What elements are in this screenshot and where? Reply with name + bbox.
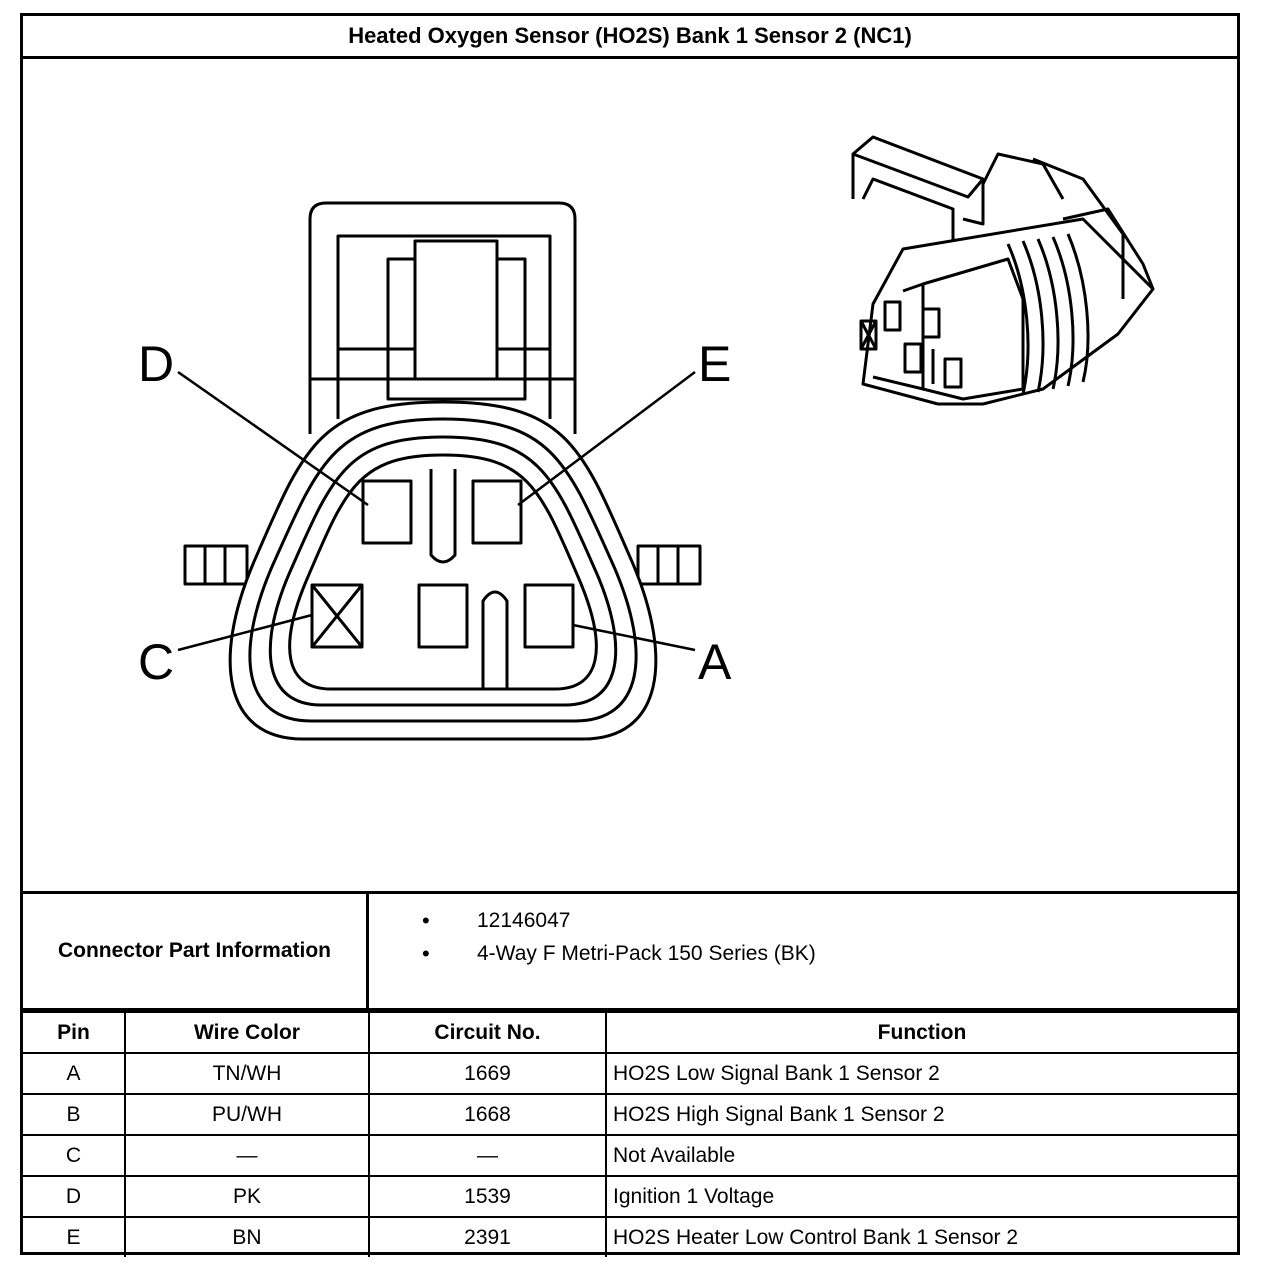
iso-cavity-2 xyxy=(859,319,878,351)
pin-label-c: C xyxy=(138,634,174,690)
connector-part-information: Connector Part Information 12146047 4-Wa… xyxy=(23,891,1237,1011)
cell-circuit-no: 2391 xyxy=(368,1216,607,1257)
table-row: D PK 1539 Ignition 1 Voltage xyxy=(23,1175,1237,1218)
part-info-list: 12146047 4-Way F Metri-Pack 150 Series (… xyxy=(372,904,816,970)
cell-function: HO2S Heater Low Control Bank 1 Sensor 2 xyxy=(605,1216,1237,1257)
cavity-d xyxy=(361,479,413,545)
cell-circuit-no: — xyxy=(368,1134,607,1177)
key-slot-lower xyxy=(481,590,509,689)
shroud-ring-3 xyxy=(268,435,618,707)
iso-cavity-5 xyxy=(943,357,963,389)
table-row: B PU/WH 1668 HO2S High Signal Bank 1 Sen… xyxy=(23,1093,1237,1136)
connector-sheet: Heated Oxygen Sensor (HO2S) Bank 1 Senso… xyxy=(20,13,1240,1257)
connector-face-drawing: D E C A xyxy=(138,135,1155,741)
left-rib xyxy=(183,544,249,586)
connector-iso-view xyxy=(851,135,1155,406)
cell-function: Not Available xyxy=(605,1134,1237,1177)
cell-pin: C xyxy=(23,1134,126,1177)
pin-label-a: A xyxy=(698,634,732,690)
cell-wire-color: PU/WH xyxy=(124,1093,370,1136)
cell-circuit-no: 1539 xyxy=(368,1175,607,1218)
plugged-cavity-x xyxy=(310,584,364,648)
lock-tab-t-shape xyxy=(386,239,527,379)
cell-function: HO2S High Signal Bank 1 Sensor 2 xyxy=(605,1093,1237,1136)
shroud-ring-2 xyxy=(248,417,638,723)
iso-cavity-4 xyxy=(903,342,923,374)
cell-pin: D xyxy=(23,1175,126,1218)
header-function: Function xyxy=(605,1011,1237,1054)
table-row: E BN 2391 HO2S Heater Low Control Bank 1… xyxy=(23,1216,1237,1257)
part-description: 4-Way F Metri-Pack 150 Series (BK) xyxy=(372,937,816,970)
shroud-ring-4 xyxy=(288,453,598,691)
leader-c xyxy=(177,613,313,652)
cell-pin: E xyxy=(23,1216,126,1257)
cell-circuit-no: 1668 xyxy=(368,1093,607,1136)
table-row: A TN/WH 1669 HO2S Low Signal Bank 1 Sens… xyxy=(23,1052,1237,1095)
leader-a xyxy=(572,623,696,652)
cell-circuit-no: 1669 xyxy=(368,1052,607,1095)
leader-e xyxy=(517,371,696,506)
connector-diagram: D E C A xyxy=(23,59,1237,891)
cell-wire-color: — xyxy=(124,1134,370,1177)
header-pin: Pin xyxy=(23,1011,126,1054)
cell-wire-color: PK xyxy=(124,1175,370,1218)
lock-tab-inner xyxy=(336,234,552,419)
cell-pin: B xyxy=(23,1093,126,1136)
cavity-e xyxy=(471,479,523,545)
leader-d xyxy=(177,370,369,507)
cell-function: HO2S Low Signal Bank 1 Sensor 2 xyxy=(605,1052,1237,1095)
pin-label-e: E xyxy=(698,336,731,392)
cell-wire-color: TN/WH xyxy=(124,1052,370,1095)
iso-cavity-1 xyxy=(883,300,902,332)
table-row: C — — Not Available xyxy=(23,1134,1237,1177)
page-title: Heated Oxygen Sensor (HO2S) Bank 1 Senso… xyxy=(23,16,1237,59)
pin-label-d: D xyxy=(138,336,174,392)
header-wire-color: Wire Color xyxy=(124,1011,370,1054)
lock-tab-housing xyxy=(308,201,577,434)
key-slot-upper xyxy=(429,469,457,564)
shroud-outer xyxy=(228,400,658,741)
cell-function: Ignition 1 Voltage xyxy=(605,1175,1237,1218)
part-info-label: Connector Part Information xyxy=(23,894,369,1008)
header-circuit-no: Circuit No. xyxy=(368,1011,607,1054)
cavity-a xyxy=(523,583,575,649)
pinout-table: Pin Wire Color Circuit No. Function A TN… xyxy=(23,1011,1237,1257)
right-rib xyxy=(636,544,702,586)
iso-cavity-3 xyxy=(921,307,941,339)
cell-wire-color: BN xyxy=(124,1216,370,1257)
table-header-row: Pin Wire Color Circuit No. Function xyxy=(23,1011,1237,1054)
cavity-b xyxy=(417,583,469,649)
part-number: 12146047 xyxy=(372,904,816,937)
cell-pin: A xyxy=(23,1052,126,1095)
